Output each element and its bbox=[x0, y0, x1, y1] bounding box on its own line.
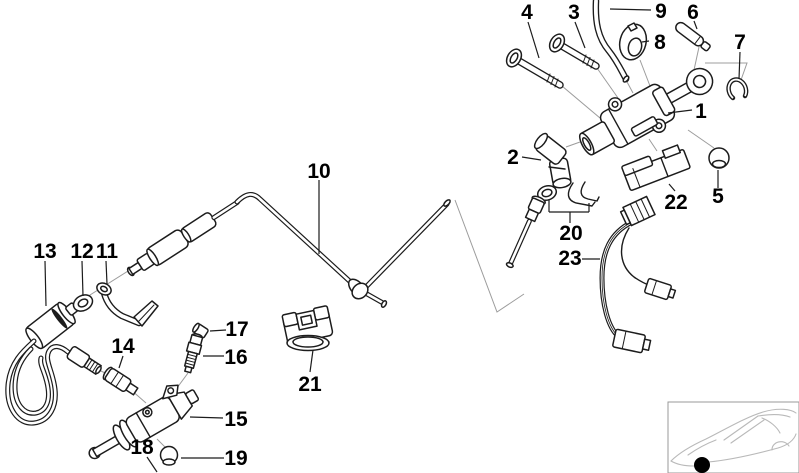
part-5-grommet bbox=[708, 147, 730, 169]
callout-5: 5 bbox=[712, 185, 724, 208]
part-9-rod bbox=[592, 0, 630, 83]
part-15-slave-cylinder bbox=[88, 384, 200, 460]
callout-23: 23 bbox=[558, 247, 581, 270]
callout-8: 8 bbox=[654, 31, 666, 54]
callout-14: 14 bbox=[111, 335, 135, 358]
part-1-master-cylinder bbox=[578, 67, 714, 156]
callout-labels: 1 2 3 4 5 6 7 8 9 10 11 12 13 14 15 16 1… bbox=[33, 0, 746, 470]
part-22-switch bbox=[621, 144, 691, 191]
part-bleed-tube bbox=[505, 195, 546, 269]
part-10-pipe bbox=[126, 192, 451, 308]
part-11-bracket bbox=[96, 282, 159, 327]
part-2-elbow bbox=[533, 132, 572, 189]
callout-12: 12 bbox=[70, 240, 93, 263]
callout-2: 2 bbox=[507, 146, 519, 169]
callout-22: 22 bbox=[664, 191, 687, 214]
callout-3: 3 bbox=[568, 1, 580, 24]
part-19-cap-nut bbox=[159, 445, 179, 466]
callout-20: 20 bbox=[559, 222, 582, 245]
part-23-wiring-harness bbox=[599, 195, 677, 354]
callout-10: 10 bbox=[307, 160, 330, 183]
part-16-bleeder-screw bbox=[183, 333, 204, 374]
car-location-thumbnail bbox=[667, 401, 799, 473]
part-4-bolt bbox=[505, 48, 564, 89]
part-20-seal-and-clip bbox=[536, 181, 600, 207]
callout-19: 19 bbox=[224, 447, 247, 470]
callout-18: 18 bbox=[130, 436, 154, 459]
part-12-seal-ring bbox=[72, 294, 94, 312]
callout-4: 4 bbox=[521, 1, 533, 24]
part-7-snap-ring bbox=[726, 77, 749, 101]
thumbnail-border bbox=[667, 401, 799, 473]
callout-17: 17 bbox=[225, 318, 248, 341]
part-14-connector bbox=[102, 366, 139, 396]
callout-15: 15 bbox=[224, 408, 248, 431]
callout-13: 13 bbox=[33, 240, 56, 263]
callout-16: 16 bbox=[224, 346, 247, 369]
part-3-bolt bbox=[548, 33, 600, 70]
callout-6: 6 bbox=[687, 1, 699, 24]
callout-11: 11 bbox=[96, 240, 119, 263]
callout-9: 9 bbox=[655, 0, 667, 23]
part-6-pin bbox=[675, 21, 711, 52]
part-21-holder bbox=[281, 305, 334, 352]
callout-21: 21 bbox=[298, 373, 322, 396]
part-8-boot bbox=[618, 22, 648, 61]
callout-leader-lines bbox=[44, 8, 741, 473]
location-dot bbox=[694, 457, 710, 473]
part-18-hose bbox=[5, 338, 102, 426]
callout-7: 7 bbox=[734, 31, 746, 54]
callout-1: 1 bbox=[695, 100, 707, 123]
